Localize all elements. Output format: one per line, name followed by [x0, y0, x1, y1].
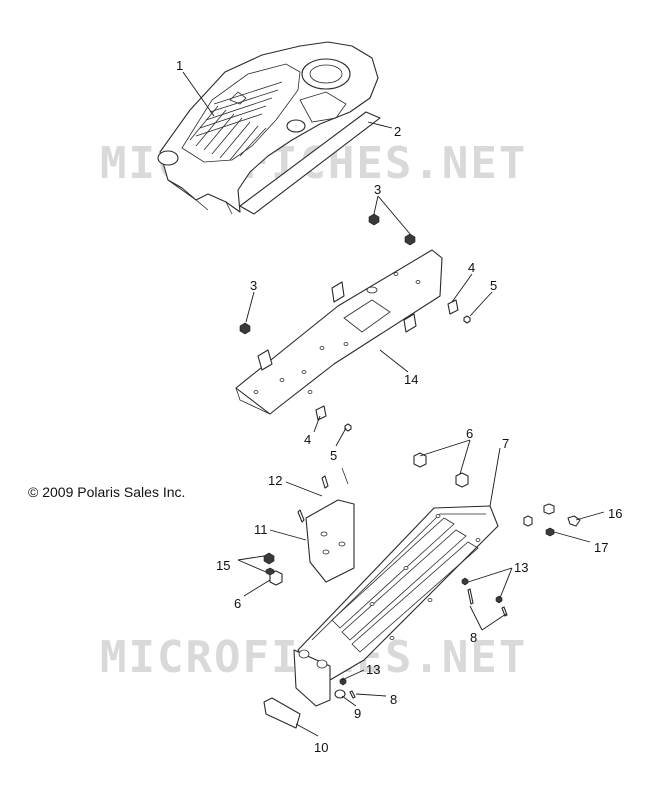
- fasteners-lower: [263, 452, 581, 699]
- callout-5-lower: 5: [330, 448, 337, 463]
- part-11-mount-plate: [305, 499, 355, 583]
- callout-7: 7: [502, 436, 509, 451]
- callout-10: 10: [314, 740, 328, 755]
- part-2-seal-strip: [239, 111, 381, 215]
- callout-1: 1: [176, 58, 183, 73]
- part-4-5-clips-screws-upper: [315, 299, 471, 485]
- callout-15: 15: [216, 558, 230, 573]
- callout-8-lower: 8: [390, 692, 397, 707]
- callout-8-right: 8: [470, 630, 477, 645]
- callout-4-lower: 4: [304, 432, 311, 447]
- part-14-tray-panel: [235, 249, 443, 415]
- leader-lines: [182, 71, 605, 737]
- callout-6-left: 6: [234, 596, 241, 611]
- callout-3-top: 3: [374, 182, 381, 197]
- part-10-bracket: [263, 649, 331, 729]
- callout-4-upper: 4: [468, 260, 475, 275]
- callout-13-right: 13: [514, 560, 528, 575]
- callout-2: 2: [394, 124, 401, 139]
- callout-17: 17: [594, 540, 608, 555]
- callout-11: 11: [254, 522, 268, 537]
- callout-5-upper: 5: [490, 278, 497, 293]
- callouts: 1 2 3 3 4 5 14 4 5 6 7 12 11 15 6 16 17 …: [176, 58, 622, 755]
- callout-3-left: 3: [250, 278, 257, 293]
- callout-12: 12: [268, 473, 282, 488]
- callout-14: 14: [404, 372, 418, 387]
- callout-16: 16: [608, 506, 622, 521]
- callout-6-right: 6: [466, 426, 473, 441]
- part-3-nuts: [239, 213, 416, 335]
- callout-9: 9: [354, 706, 361, 721]
- callout-13-lower: 13: [366, 662, 380, 677]
- part-1-console-hood: [157, 41, 379, 215]
- copyright-notice: © 2009 Polaris Sales Inc.: [28, 484, 186, 500]
